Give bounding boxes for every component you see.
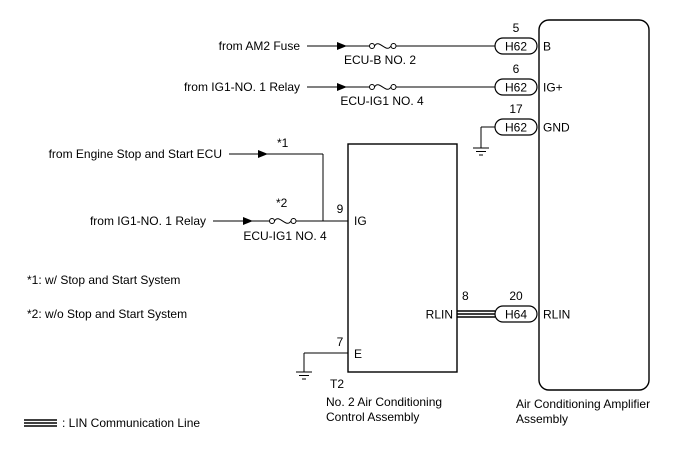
terminal-label: RLIN — [543, 308, 570, 322]
fuse-ecu-ig1-top-label: ECU-IG1 NO. 4 — [340, 94, 424, 108]
pin-number: 5 — [513, 21, 520, 35]
ground-icon — [296, 371, 312, 380]
source-ig1-relay-top: from IG1-NO. 1 Relay — [184, 80, 300, 94]
control-name-line1: No. 2 Air Conditioning — [326, 395, 442, 409]
fuse-symbol — [369, 84, 397, 90]
amplifier-name-line1: Air Conditioning Amplifier — [516, 397, 650, 411]
circuit-ig1-relay-bottom: from IG1-NO. 1 Relay *2 ECU-IG1 NO. 4 — [90, 196, 348, 243]
pin-number: 17 — [509, 102, 523, 116]
terminal-label: E — [354, 347, 362, 361]
fuse-symbol — [369, 43, 397, 49]
source-ig1-relay-bottom: from IG1-NO. 1 Relay — [90, 214, 206, 228]
terminal-label: RLIN — [426, 308, 453, 322]
amplifier-pin-b: 5 H62 B — [494, 21, 551, 55]
fuse-ecu-ig1-bottom-label: ECU-IG1 NO. 4 — [243, 229, 327, 243]
circuit-am2-fuse: from AM2 Fuse ECU-B NO. 2 — [219, 39, 495, 67]
amplifier-pin-rlin: 20 H64 RLIN — [494, 289, 570, 323]
fuse-ecu-b-label: ECU-B NO. 2 — [344, 53, 416, 67]
terminal-label: IG — [354, 214, 367, 228]
connector-label: H62 — [505, 121, 527, 135]
control-pin-e: 7 E — [296, 335, 362, 380]
legend-lin-line: : LIN Communication Line — [24, 416, 200, 430]
amplifier-pin-gnd: 17 H62 GND — [473, 102, 570, 156]
control-assembly-box — [347, 143, 458, 373]
connector-label: H62 — [505, 40, 527, 54]
pin-number: 7 — [337, 335, 344, 349]
source-engine-ecu: from Engine Stop and Start ECU — [49, 147, 222, 161]
control-pin-ig: 9 IG — [337, 202, 367, 228]
terminal-label: IG+ — [543, 81, 563, 95]
lin-communication-line — [457, 310, 495, 318]
pin-number: 20 — [509, 289, 523, 303]
circuit-ig1-relay-top: from IG1-NO. 1 Relay ECU-IG1 NO. 4 — [184, 80, 495, 108]
pin-number: 9 — [337, 202, 344, 216]
connector-label: H64 — [505, 308, 527, 322]
mark-star2: *2 — [276, 196, 288, 210]
control-name-line2: Control Assembly — [326, 410, 419, 424]
amplifier-pin-ig-plus: 6 H62 IG+ — [494, 62, 563, 96]
legend-label: : LIN Communication Line — [62, 416, 200, 430]
amplifier-name-line2: Assembly — [516, 412, 568, 426]
connector-label: H62 — [505, 81, 527, 95]
control-pin-rlin: 8 RLIN — [426, 289, 469, 322]
note-star1: *1: w/ Stop and Start System — [27, 273, 180, 287]
pin-number: 6 — [513, 62, 520, 76]
control-connector-label: T2 — [330, 377, 344, 391]
amplifier-assembly-box — [538, 19, 650, 391]
ground-icon — [473, 147, 489, 156]
mark-star1: *1 — [277, 136, 289, 150]
source-am2-fuse: from AM2 Fuse — [219, 39, 301, 53]
circuit-engine-ecu: from Engine Stop and Start ECU *1 — [49, 136, 324, 221]
fuse-symbol — [269, 218, 297, 224]
terminal-label: GND — [543, 121, 570, 135]
note-star2: *2: w/o Stop and Start System — [27, 307, 187, 321]
terminal-label: B — [543, 40, 551, 54]
pin-number: 8 — [462, 289, 469, 303]
